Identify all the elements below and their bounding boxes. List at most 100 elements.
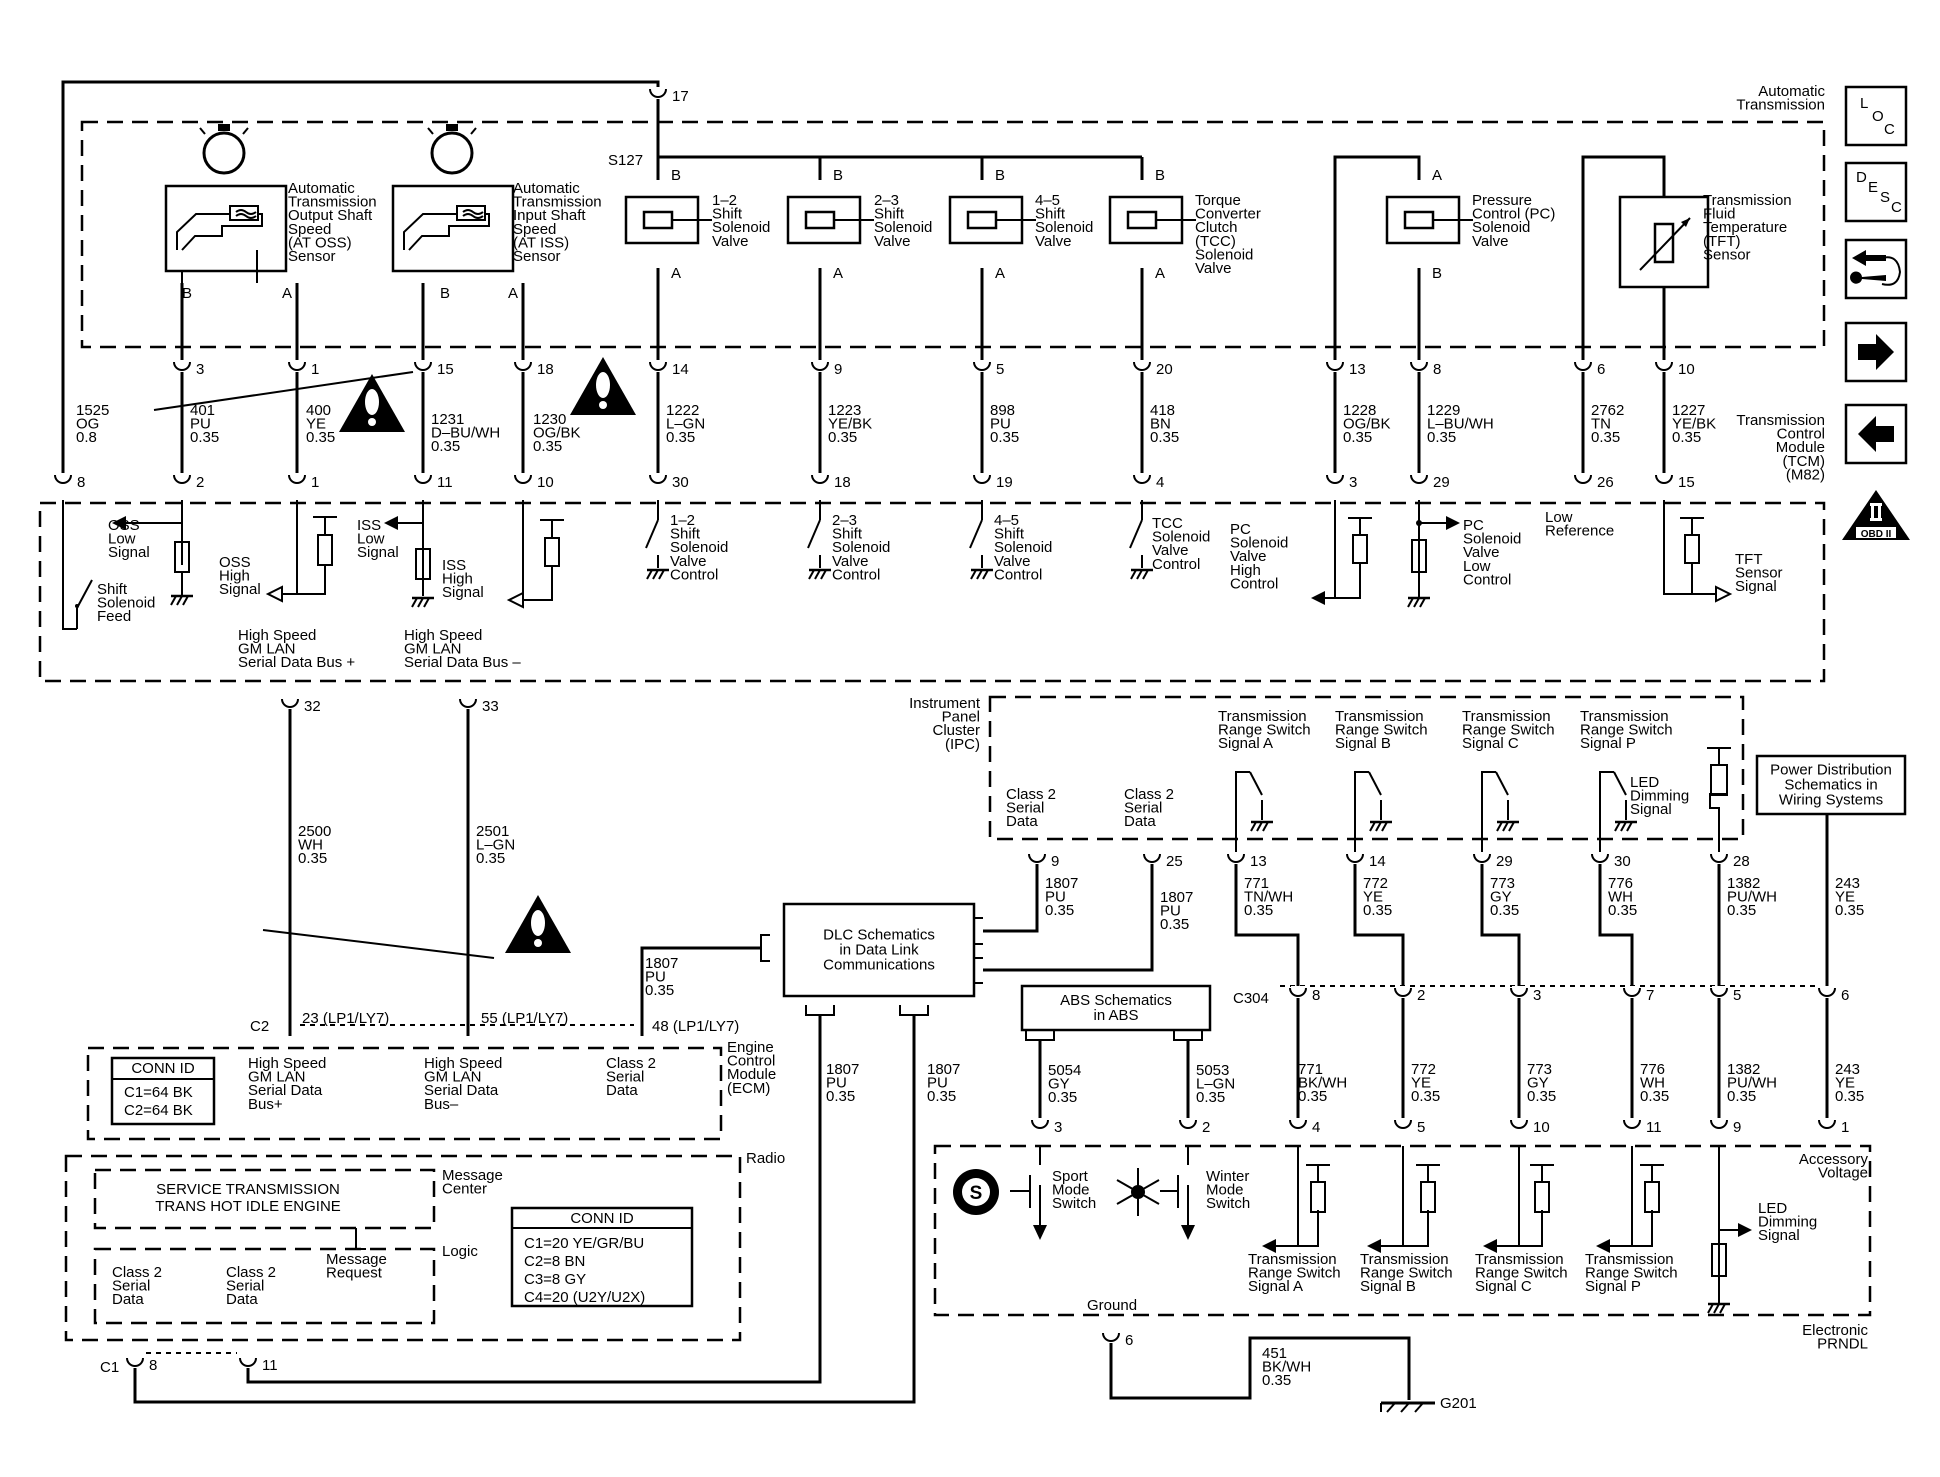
wire-label: 898: [990, 402, 1015, 419]
circuit-label: Signal: [357, 544, 399, 561]
connector-pin: 8: [1410, 360, 1441, 378]
wire-label: 1227: [1672, 402, 1705, 419]
circuit-label: Low: [1545, 509, 1573, 526]
shift-solenoid-1-2: [624, 195, 712, 245]
module-title: Cluster: [932, 722, 980, 739]
connector-pin: 4: [1289, 1118, 1320, 1136]
arrow-right-icon[interactable]: [1844, 321, 1908, 383]
pin-number: 28: [1733, 853, 1750, 870]
wire-label: 772: [1363, 875, 1388, 892]
circuit-label: Class 2: [1124, 786, 1174, 803]
wire-label: 0.35: [1427, 429, 1456, 446]
wire-label: 0.35: [1045, 902, 1074, 919]
g201-ground-icon: [1380, 1401, 1435, 1413]
wire-label: 0.35: [828, 429, 857, 446]
connector-pin: 11: [414, 473, 453, 491]
wire-label: TN/WH: [1244, 889, 1293, 906]
connector-pin: 7: [1623, 986, 1654, 1004]
terminal-letter: B: [1432, 265, 1442, 282]
component-label: Temperature: [1703, 219, 1787, 236]
reference-box-text: in Data Link: [839, 942, 919, 959]
connector-pin: 17: [649, 87, 689, 105]
wire-label: GY: [1527, 1075, 1549, 1092]
connector-pin: 8: [126, 1356, 157, 1374]
pin-number: 3: [1054, 1119, 1062, 1136]
wire-label: YE: [306, 416, 326, 433]
circuit-label: GM LAN: [248, 1069, 306, 1086]
circuit-label: Data: [1006, 813, 1038, 830]
circuit-label: GM LAN: [404, 641, 462, 658]
wire-label: 2501: [476, 823, 509, 840]
component-label: Automatic: [288, 180, 355, 197]
desc-letter: D: [1856, 169, 1867, 186]
component-label: Speed: [288, 221, 331, 238]
arrow-left-icon[interactable]: [1844, 403, 1908, 465]
connector-label: C304: [1233, 990, 1269, 1007]
pin-number: 25: [1166, 853, 1183, 870]
desc-icon[interactable]: D E S C: [1844, 161, 1908, 223]
component-label: (TCC): [1195, 233, 1236, 250]
component-label: Clutch: [1195, 219, 1238, 236]
wire-label: 772: [1411, 1061, 1436, 1078]
module-title: PRNDL: [1817, 1336, 1868, 1353]
reference-box-text: DLC Schematics: [823, 927, 935, 944]
wire-label: 400: [306, 402, 331, 419]
circuit-label: Shift: [670, 526, 701, 543]
component-label: Solenoid: [1472, 219, 1530, 236]
module-title: (ECM): [727, 1080, 770, 1097]
module-title: Module: [727, 1066, 776, 1083]
circuit-label: Message: [326, 1251, 387, 1268]
connector-pin: 13: [1326, 360, 1366, 378]
circuit-label: Valve: [994, 553, 1030, 570]
connector-pin: 33: [459, 697, 499, 715]
pin-number: 1: [1841, 1119, 1849, 1136]
connector-label: 23 (LP1/LY7): [302, 1010, 389, 1027]
wire-label: 776: [1608, 875, 1633, 892]
module-title: Instrument: [909, 695, 981, 712]
module-title: Transmission: [1736, 97, 1825, 114]
connector-pin: 11: [239, 1356, 278, 1374]
loc-icon[interactable]: L O C: [1844, 85, 1908, 147]
wire-label: 0.35: [1608, 902, 1637, 919]
wire-label: PU: [645, 969, 666, 986]
wire-label: 5053: [1196, 1062, 1229, 1079]
wire-label: WH: [1608, 889, 1633, 906]
circuit-label: High: [1230, 562, 1261, 579]
wire-label: PU: [990, 416, 1011, 433]
connector-pin: 19: [973, 473, 1013, 491]
pin-number: 8: [1433, 361, 1441, 378]
circuit-label: Dimming: [1630, 788, 1689, 805]
tcm-boundary: [38, 501, 1826, 683]
circuit-label: Switch: [1052, 1195, 1096, 1212]
pin-number: 13: [1349, 361, 1366, 378]
module-title: (M82): [1786, 466, 1825, 483]
module-title: Control: [727, 1053, 775, 1070]
circuit-label: Shift: [832, 526, 863, 543]
connector-pin: 30: [649, 473, 689, 491]
conn-id-title: CONN ID: [570, 1210, 634, 1227]
connector-pin: 5: [973, 360, 1004, 378]
module-title: (TCM): [1783, 453, 1825, 470]
conn-id-line: C1=20 YE/GR/BU: [524, 1235, 644, 1252]
circuit-label: Serial: [226, 1278, 264, 1295]
obd2-warning-icon[interactable]: OBD II: [1842, 490, 1910, 540]
connector-pin: 32: [281, 697, 321, 715]
circuit-label: Mode: [1052, 1182, 1090, 1199]
labels: AutomaticTransmissionTransmissionControl…: [76, 83, 1869, 1412]
circuit-label: Range Switch: [1335, 722, 1428, 739]
pin-number: 11: [437, 474, 453, 491]
wire-label: YE: [1411, 1075, 1431, 1092]
connector-wrench-icon[interactable]: [1844, 238, 1908, 300]
component-label: Sensor: [1703, 246, 1751, 263]
component-label: Valve: [1195, 260, 1231, 277]
wire-label: 0.35: [1160, 916, 1189, 933]
circuit-label: Signal: [1630, 801, 1672, 818]
wire-label: 1525: [76, 402, 109, 419]
circuit-label: High: [442, 571, 473, 588]
pin-number: 4: [1156, 474, 1164, 491]
module-title: Engine: [727, 1039, 774, 1056]
wire-label: 1807: [1045, 875, 1078, 892]
